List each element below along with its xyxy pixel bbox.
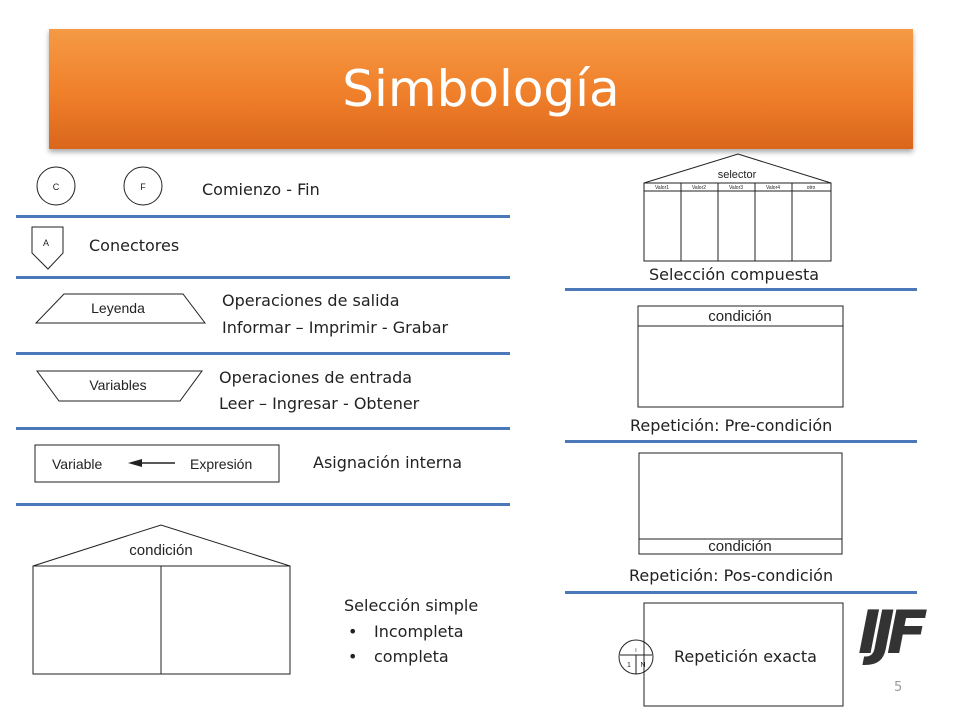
compound-selection-label: Selección compuesta [649, 265, 820, 284]
assign-variable-text: Variable [52, 456, 103, 472]
start-circle [36, 166, 76, 206]
exact-i-text: I [635, 648, 636, 654]
ijf-logo: IJF [858, 598, 928, 668]
compound-value-3: Valor3 [729, 185, 743, 191]
pre-condition-box [637, 305, 844, 408]
separator-left-2 [16, 276, 510, 279]
exact-1-text: 1 [627, 662, 631, 669]
separator-left-1 [16, 215, 510, 218]
exact-n-text: N [640, 662, 645, 669]
compound-value-2: Valor2 [692, 185, 706, 191]
simple-option-complete: completa [348, 645, 449, 669]
compound-value-1: Valor1 [655, 185, 669, 191]
connector-shape [31, 226, 64, 270]
compound-selector-text: selector [718, 169, 757, 181]
compound-selection-box [643, 182, 832, 262]
simple-condition-text: condición [129, 542, 192, 559]
output-label-2: Informar – Imprimir - Grabar [222, 318, 449, 337]
separator-right-3 [565, 591, 917, 594]
separator-right-1 [565, 288, 917, 291]
connector-letter: A [43, 238, 49, 248]
end-circle [123, 166, 163, 206]
compound-value-4: Valor4 [766, 185, 780, 191]
pre-condition-label: Repetición: Pre-condición [630, 416, 833, 435]
exact-repetition-label: Repetición exacta [674, 647, 817, 666]
output-shape [34, 293, 207, 324]
post-condition-box [638, 452, 843, 555]
post-condition-label: Repetición: Pos-condición [629, 566, 834, 585]
assign-box [34, 444, 280, 483]
assign-arrow-icon [128, 459, 142, 467]
separator-left-3 [16, 352, 510, 355]
post-condition-text: condición [708, 538, 771, 555]
end-letter: F [140, 182, 146, 192]
title-banner: Simbología [49, 29, 913, 149]
compound-selection-roof [643, 153, 832, 184]
compound-value-5: otro [807, 185, 816, 191]
simple-selection-label: Selección simple [344, 596, 479, 615]
separator-left-5 [16, 503, 510, 506]
pre-condition-text: condición [708, 308, 771, 325]
output-shape-text: Leyenda [91, 300, 145, 316]
connector-label: Conectores [89, 236, 180, 255]
simple-option-incomplete: Incompleta [348, 620, 463, 644]
separator-left-4 [16, 427, 510, 430]
input-shape-text: Variables [89, 377, 146, 393]
page-number: 5 [894, 680, 903, 695]
simple-selection-roof [32, 524, 291, 567]
slide-title: Simbología [342, 60, 620, 118]
separator-right-2 [565, 440, 917, 443]
input-label-2: Leer – Ingresar - Obtener [219, 394, 420, 413]
input-label-1: Operaciones de entrada [219, 368, 413, 387]
start-letter: C [53, 182, 60, 192]
assign-expression-text: Expresión [190, 456, 252, 472]
assign-label: Asignación interna [313, 453, 463, 472]
start-end-label: Comienzo - Fin [202, 180, 320, 199]
input-shape [36, 370, 203, 402]
output-label-1: Operaciones de salida [222, 291, 400, 310]
